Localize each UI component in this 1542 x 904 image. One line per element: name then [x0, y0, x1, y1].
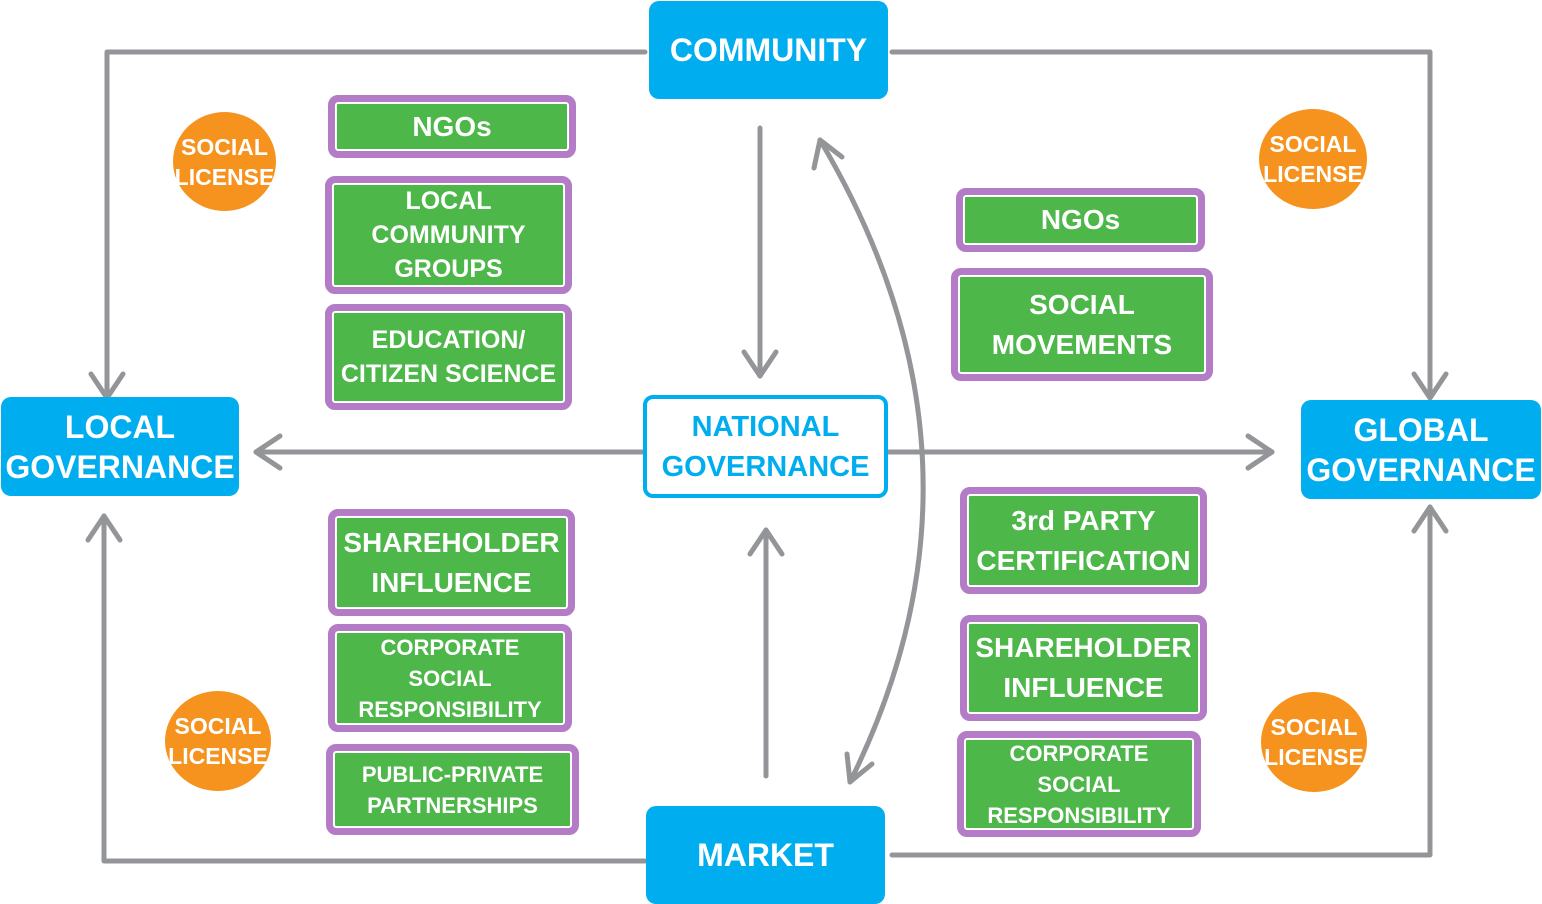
arrowhead-national-top	[741, 349, 779, 379]
local-community-groups-box: LOCAL COMMUNITY GROUPS	[325, 176, 572, 294]
social-license-top-left: SOCIAL LICENSE	[173, 112, 276, 211]
shareholder-influence-box-left: SHAREHOLDER INFLUENCE	[328, 509, 575, 616]
arrowhead-community-curve	[811, 137, 845, 171]
corporate-social-responsibility-box-left: CORPORATE SOCIAL RESPONSIBILITY	[328, 624, 572, 732]
arrow-community-to-global	[889, 49, 1433, 401]
local-governance-node: LOCAL GOVERNANCE	[1, 397, 239, 496]
social-movements-box: SOCIAL MOVEMENTS	[951, 268, 1213, 381]
corporate-social-responsibility-box-right: CORPORATE SOCIAL RESPONSIBILITY	[957, 731, 1201, 837]
shareholder-influence-box-right: SHAREHOLDER INFLUENCE	[960, 615, 1207, 721]
arrow-market-to-global	[889, 504, 1433, 858]
public-private-partnerships-box: PUBLIC-PRIVATE PARTNERSHIPS	[326, 744, 579, 835]
arrowhead-national-bottom	[747, 527, 785, 557]
third-party-certification-box: 3rd PARTY CERTIFICATION	[960, 487, 1207, 594]
global-governance-node: GLOBAL GOVERNANCE	[1301, 400, 1541, 499]
arrow-market-to-local	[101, 513, 648, 864]
social-license-bottom-right: SOCIAL LICENSE	[1261, 692, 1367, 792]
arrowhead-global-bottom	[1411, 504, 1449, 534]
arrowhead-global-left	[1245, 433, 1275, 471]
market-node: MARKET	[646, 806, 885, 904]
arrowhead-market-curve	[844, 751, 875, 785]
arrow-community-to-local	[104, 49, 648, 401]
social-license-top-right: SOCIAL LICENSE	[1259, 109, 1367, 209]
education-citizen-science-box: EDUCATION/ CITIZEN SCIENCE	[325, 304, 572, 410]
arrowhead-global-top	[1411, 371, 1449, 401]
arrowhead-local-right	[253, 433, 283, 471]
community-node: COMMUNITY	[649, 1, 888, 99]
arrow-community-market-curve	[817, 137, 926, 785]
arrowhead-local-bottom	[85, 513, 123, 543]
national-governance-node: NATIONAL GOVERNANCE	[643, 395, 888, 498]
social-license-bottom-left: SOCIAL LICENSE	[165, 691, 271, 791]
ngos-box-upper-left: NGOs	[328, 95, 576, 158]
ngos-box-upper-right: NGOs	[956, 188, 1205, 252]
